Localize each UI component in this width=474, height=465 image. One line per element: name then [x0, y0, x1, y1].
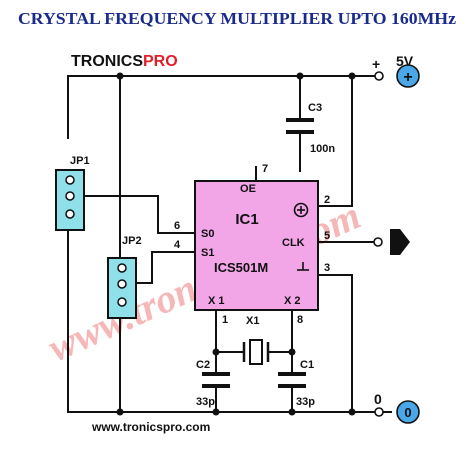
brand-logo: TRONICSPRO	[71, 53, 178, 70]
wire-pin3	[318, 274, 353, 412]
supply-plus-terminal[interactable]	[396, 64, 420, 88]
supply-plus-terminal-symbol: +	[403, 69, 412, 86]
supply-zero-label: 0	[374, 391, 382, 407]
supply-zero-node	[374, 407, 384, 417]
pin-7-number: 7	[262, 163, 268, 175]
supply-zero-terminal[interactable]	[396, 400, 420, 424]
capacitor-c2-icon	[202, 372, 230, 388]
pin-4-number: 4	[174, 239, 181, 251]
junction-dot	[348, 408, 356, 416]
c3-value: 100n	[310, 143, 335, 155]
pin-8-number: 8	[297, 314, 303, 326]
supply-zero-terminal-symbol: 0	[404, 405, 411, 420]
footer-url[interactable]: www.tronicspro.com	[91, 420, 210, 434]
pin-3-number: 3	[324, 262, 330, 274]
pin-1-number: 1	[222, 314, 228, 326]
junction-dot	[288, 348, 296, 356]
ic-part-number: ICS501M	[214, 260, 268, 275]
jp1-label: JP1	[70, 155, 90, 167]
ic-x1-label: X 1	[208, 295, 225, 307]
ic-name: IC1	[235, 211, 258, 228]
pin-6-number: 6	[174, 220, 180, 232]
crystal-icon	[242, 339, 270, 365]
ic-s1-label: S1	[201, 247, 214, 259]
pin-2-number: 2	[324, 194, 330, 206]
diagram-title: CRYSTAL FREQUENCY MULTIPLIER UPTO 160MHz	[18, 9, 456, 28]
jumper-jp2[interactable]	[107, 257, 137, 319]
junction-dot	[348, 72, 356, 80]
c3-label: C3	[308, 102, 322, 114]
ic-s0-label: S0	[201, 228, 214, 240]
junction-dot	[288, 408, 296, 416]
c2-label: C2	[196, 359, 210, 371]
wire-s1	[136, 251, 195, 284]
c2-value: 33p	[196, 396, 215, 408]
jumper-jp1[interactable]	[55, 169, 85, 231]
junction-dots	[116, 72, 356, 416]
wire-bottom-rail	[67, 230, 392, 413]
crystal-label: X1	[246, 315, 259, 327]
wire-x2-pin8	[268, 310, 293, 353]
capacitor-c3-icon	[286, 118, 314, 134]
supply-plus-sign: +	[372, 56, 380, 72]
junction-dot	[296, 72, 304, 80]
ic-oe-label: OE	[240, 183, 256, 195]
wire-top-rail	[67, 75, 376, 139]
supply-plus-node	[374, 71, 384, 81]
c1-value: 33p	[296, 396, 315, 408]
ic-clk-label: CLK	[282, 237, 305, 249]
junction-dot	[212, 348, 220, 356]
jp2-label: JP2	[122, 235, 142, 247]
junction-dot	[212, 408, 220, 416]
junction-dot	[116, 408, 124, 416]
c1-label: C1	[300, 359, 314, 371]
ic-x2-label: X 2	[284, 295, 301, 307]
output-terminal-icon	[373, 229, 410, 255]
ic-body	[194, 180, 319, 311]
capacitor-c1-icon	[278, 372, 306, 388]
wire-pin2	[318, 76, 353, 207]
ic-power-icon	[293, 202, 309, 218]
ic-ground-icon	[297, 262, 309, 271]
wire-x1-pin1	[215, 310, 244, 353]
pin-5-number: 5	[324, 230, 330, 242]
junction-dot	[116, 72, 124, 80]
wire-s0	[84, 195, 195, 234]
